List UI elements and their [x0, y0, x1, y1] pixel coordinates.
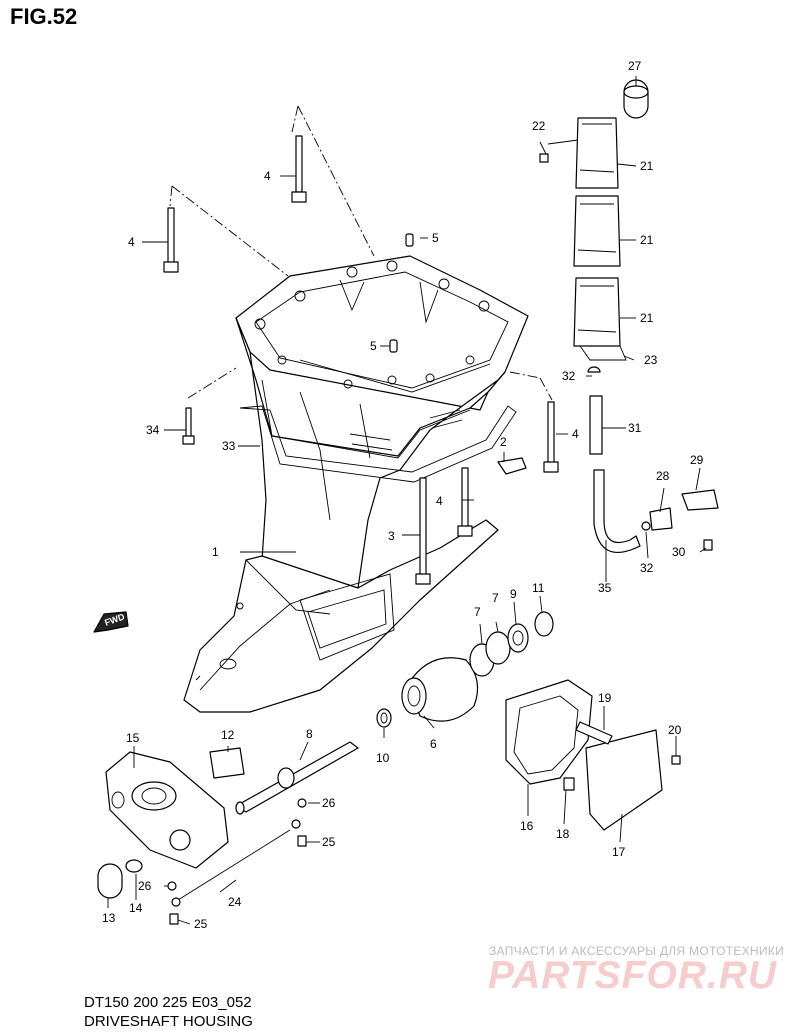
watermark-tagline: ЗАПЧАСТИ И АКСЕССУАРЫ ДЛЯ МОТОТЕХНИКИ [489, 944, 785, 958]
model-code: DT150 200 225 E03_052 [84, 994, 252, 1011]
leader-lines [107, 76, 707, 925]
callout-8: 8 [306, 727, 313, 741]
callout-22: 22 [532, 119, 546, 133]
callout-31: 31 [628, 421, 642, 435]
fwd-arrow: FWD [93, 611, 129, 633]
callout-25a: 25 [322, 835, 336, 849]
callout-4b: 4 [128, 235, 135, 249]
watermark-logo: PARTSFOR.RU [488, 954, 778, 997]
callout-16: 16 [520, 819, 534, 833]
lower-mount-housing-16 [505, 679, 681, 831]
callout-2: 2 [500, 435, 507, 449]
callout-33: 33 [222, 439, 236, 453]
callout-26b: 26 [138, 879, 152, 893]
callout-20: 20 [668, 723, 682, 737]
callout-29: 29 [690, 453, 704, 467]
callout-34: 34 [146, 423, 160, 437]
callout-9: 9 [510, 587, 517, 601]
callout-19: 19 [598, 691, 612, 705]
callout-28: 28 [656, 469, 670, 483]
callout-21b: 21 [640, 233, 654, 247]
callout-6: 6 [430, 737, 437, 751]
callout-4d: 4 [436, 494, 443, 508]
callout-17: 17 [612, 845, 626, 859]
rubber-mounts [539, 79, 649, 455]
callout-25b: 25 [194, 917, 208, 931]
callout-10: 10 [376, 751, 390, 765]
callout-26a: 26 [322, 796, 336, 810]
callout-7b: 7 [492, 591, 499, 605]
callout-11: 11 [532, 581, 545, 595]
callout-numbers: 1 2 3 4 4 4 4 5 5 6 7 7 8 9 10 11 12 13 … [102, 59, 704, 931]
callout-4c: 4 [572, 427, 579, 441]
diagram-name: DRIVESHAFT HOUSING [84, 1013, 253, 1030]
callout-23: 23 [644, 353, 658, 367]
callout-35: 35 [598, 581, 612, 595]
callout-21c: 21 [640, 311, 654, 325]
clip-2 [497, 457, 527, 475]
callout-5a: 5 [432, 231, 439, 245]
callout-32a: 32 [562, 369, 576, 383]
water-hose-assembly [593, 469, 719, 554]
callout-15: 15 [126, 731, 140, 745]
callout-1: 1 [212, 545, 219, 559]
callout-32b: 32 [640, 561, 654, 575]
bracket-15 [97, 747, 245, 899]
callout-7a: 7 [474, 605, 481, 619]
callout-5b: 5 [370, 339, 377, 353]
callout-27: 27 [628, 59, 642, 73]
callout-4a: 4 [264, 169, 271, 183]
ground-wire-24 [167, 798, 307, 925]
gasket-33 [239, 405, 517, 483]
callout-18: 18 [556, 827, 570, 841]
callout-14: 14 [129, 901, 143, 915]
callout-3: 3 [388, 529, 395, 543]
callout-21a: 21 [640, 159, 654, 173]
callout-13: 13 [102, 911, 116, 925]
callout-30: 30 [672, 545, 686, 559]
driveshaft-housing [183, 255, 529, 713]
figure-title: FIG.52 [10, 4, 78, 29]
callout-24: 24 [228, 895, 242, 909]
shaft-8 [235, 741, 359, 815]
mount-cushions [376, 611, 554, 728]
bolts [163, 135, 559, 585]
callout-12: 12 [221, 728, 235, 742]
